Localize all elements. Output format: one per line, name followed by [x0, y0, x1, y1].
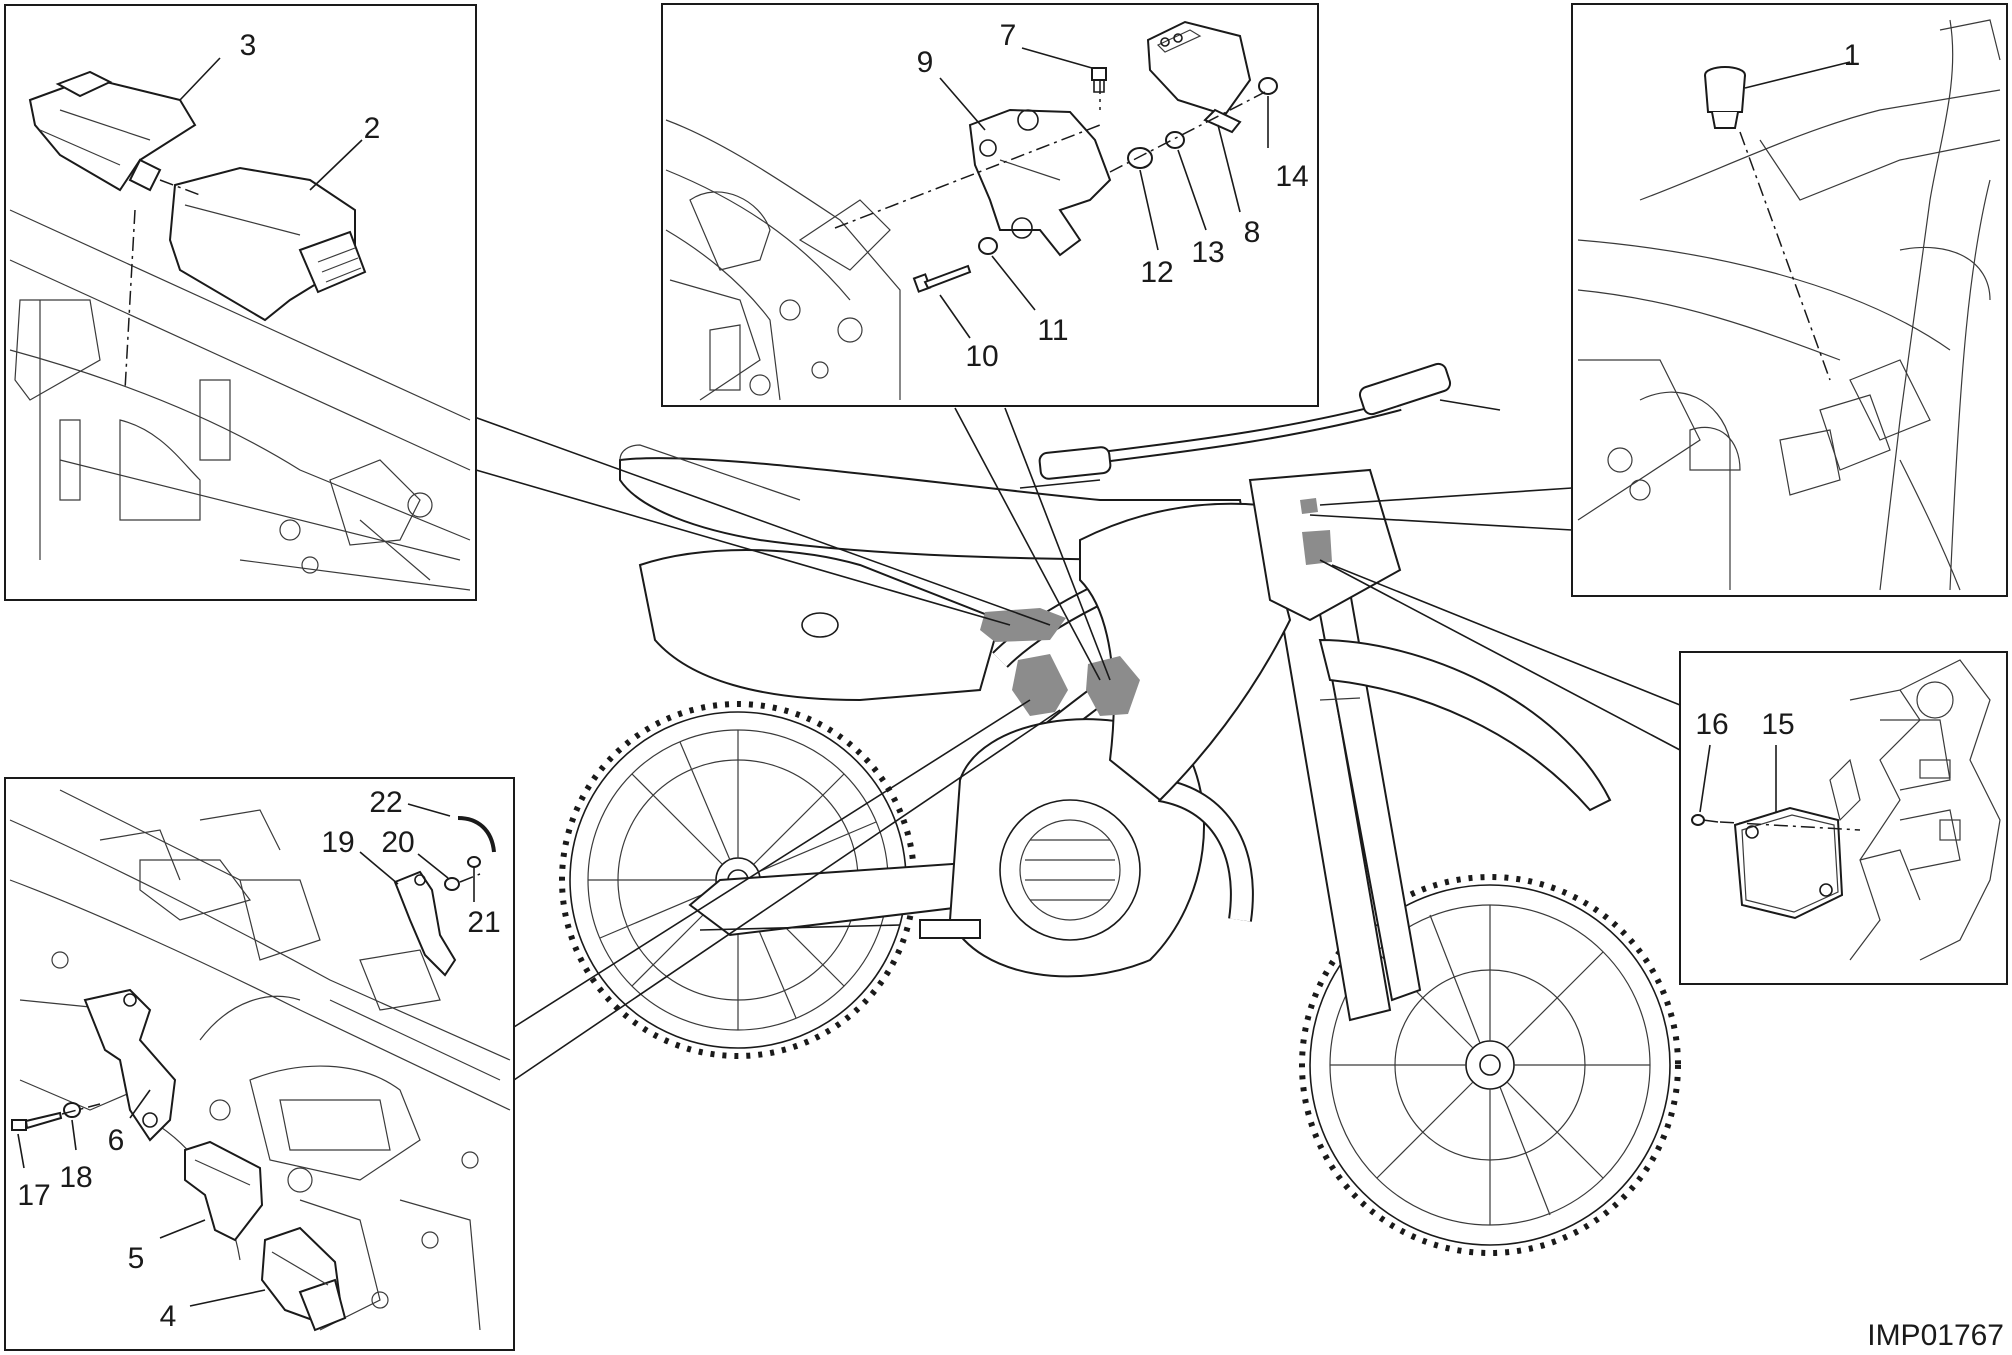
- part-13-washer: [1165, 131, 1185, 149]
- part-20-washer: [444, 877, 460, 891]
- part-label-19: 19: [321, 826, 354, 859]
- part-17-bolt: [11, 1111, 63, 1131]
- marker-key-reader: [1300, 498, 1318, 514]
- part-label-22: 22: [369, 786, 402, 819]
- part-label-3: 3: [240, 29, 257, 62]
- part-8-module: [1146, 20, 1252, 134]
- part-2-control-unit: [168, 166, 367, 322]
- part-16-screw: [1691, 814, 1719, 826]
- part-9-bracket: [968, 108, 1112, 257]
- part-label-7: 7: [1000, 19, 1017, 52]
- part-label-4: 4: [160, 1300, 177, 1333]
- part-label-9: 9: [917, 46, 934, 79]
- part-10-bolt: [912, 264, 972, 293]
- part-15-control-module: [1733, 806, 1844, 920]
- detail-panel-key-reader: 1: [1571, 3, 2008, 597]
- handlebar: [1019, 362, 1501, 489]
- part-label-6: 6: [108, 1124, 125, 1157]
- part-label-15: 15: [1761, 708, 1794, 741]
- part-7-screw: [1091, 67, 1107, 93]
- part-label-8: 8: [1244, 216, 1261, 249]
- detail-panel-front-module: 16 15: [1679, 651, 2008, 985]
- front-fender: [1318, 638, 1612, 812]
- panel-d-background-structure: [1829, 659, 2001, 961]
- chain-guard: [699, 924, 901, 931]
- part-label-18: 18: [59, 1161, 92, 1194]
- part-1-key-reader: [1704, 66, 1746, 129]
- part-label-20: 20: [381, 826, 414, 859]
- part-5-connector: [184, 1140, 264, 1242]
- marker-ecu-lower: [1012, 654, 1068, 716]
- detail-panel-ecu: 3 2: [4, 4, 477, 601]
- part-18-washer: [63, 1102, 81, 1118]
- motorcycle-illustration: [559, 362, 1681, 1256]
- part-label-13: 13: [1191, 236, 1224, 269]
- fuel-tank-shroud: [1079, 502, 1292, 802]
- part-label-12: 12: [1140, 256, 1173, 289]
- part-label-21: 21: [467, 906, 500, 939]
- part-3-connector-cover: [28, 70, 197, 192]
- marker-front-module: [1302, 530, 1332, 565]
- detail-panel-bracket: 7 9 14 8 13 12 11 10: [661, 3, 1319, 407]
- foot-peg: [919, 919, 981, 939]
- part-19-bracket: [393, 870, 457, 977]
- panel-c-background-structure: [1577, 19, 2001, 591]
- part-label-2: 2: [364, 112, 381, 145]
- part-label-14: 14: [1275, 160, 1308, 193]
- part-12-spacer: [1127, 147, 1153, 169]
- part-label-5: 5: [128, 1242, 145, 1275]
- panel-a-background-structure: [9, 209, 471, 591]
- diagram-reference-code: IMP01767: [1867, 1319, 2004, 1352]
- marker-ecu-rear: [980, 608, 1066, 642]
- part-label-11: 11: [1037, 314, 1068, 347]
- part-14-nut: [1258, 77, 1278, 95]
- part-11-washer: [978, 237, 998, 255]
- location-markers: [980, 498, 1332, 716]
- panel-b-background-structure: [665, 119, 901, 401]
- part-4-control-unit: [260, 1226, 347, 1332]
- rear-side-panel: [638, 549, 1002, 702]
- front-wheel: [1299, 874, 1681, 1256]
- part-21-screw: [467, 856, 481, 880]
- part-label-1: 1: [1844, 39, 1861, 72]
- part-label-17: 17: [17, 1179, 50, 1212]
- detail-panel-lower-electrical: 17 18 6 5 4 22 19 20 21: [4, 777, 515, 1351]
- marker-module-center: [1086, 656, 1140, 716]
- part-22-clip: [457, 816, 496, 853]
- part-label-16: 16: [1695, 708, 1728, 741]
- part-label-10: 10: [965, 340, 998, 373]
- callout-leaders: [465, 407, 1681, 1081]
- part-6-bracket: [83, 988, 177, 1142]
